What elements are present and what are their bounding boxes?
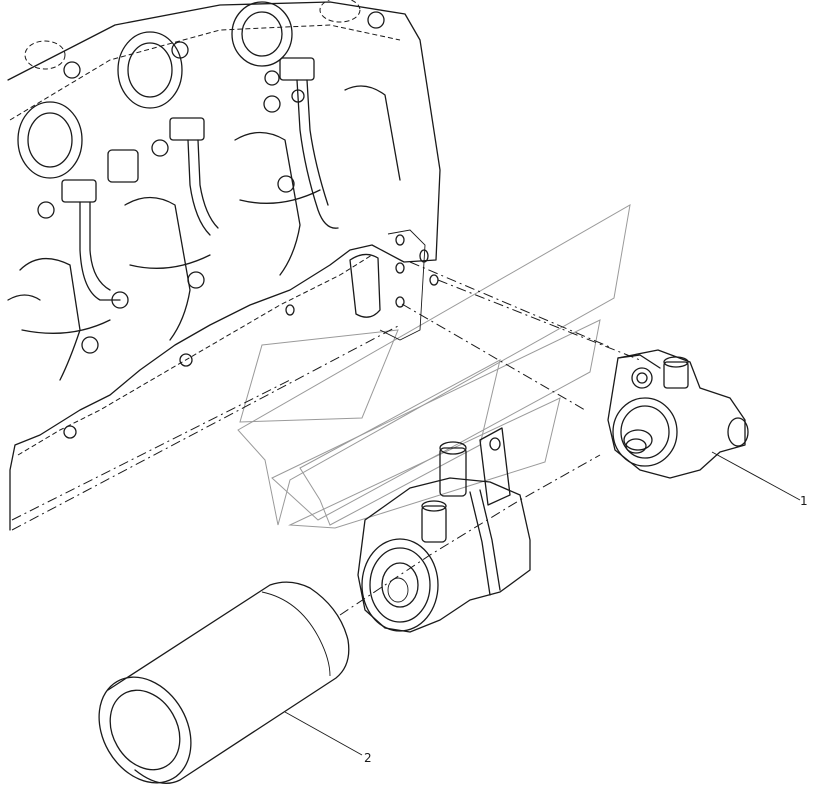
filter-cartridge-part-2 xyxy=(98,581,350,784)
bearing-webs xyxy=(7,85,401,381)
filter-mount-holes xyxy=(285,234,439,318)
bolt-bosses xyxy=(37,11,385,439)
callout-2: 2 xyxy=(284,711,372,765)
callout-label-2: 2 xyxy=(364,751,372,765)
watermark-logo xyxy=(237,204,631,529)
piston-cooling-jets xyxy=(61,57,339,301)
callout-1: 1 xyxy=(711,451,808,508)
oil-cooler-housing xyxy=(357,427,531,633)
cylinder-bores xyxy=(17,0,361,179)
callout-label-1: 1 xyxy=(800,494,808,508)
engine-block xyxy=(7,0,441,531)
filter-head-part-1 xyxy=(607,349,749,479)
assembly-centerlines xyxy=(339,261,641,616)
